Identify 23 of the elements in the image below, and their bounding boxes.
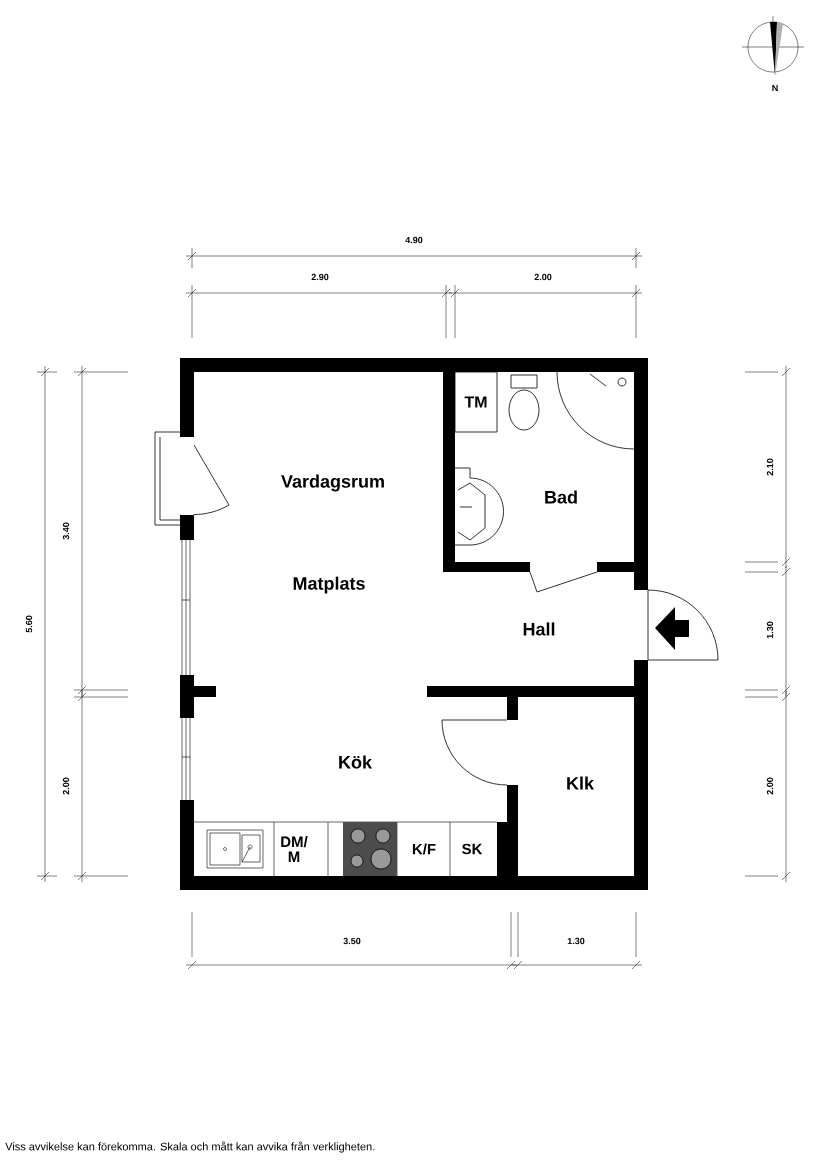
room-label: Bad bbox=[545, 490, 577, 504]
fixture-label: TM bbox=[464, 396, 487, 408]
dimension-label: 1.30 bbox=[567, 937, 585, 945]
dimension-label: 3.40 bbox=[62, 522, 70, 540]
cabinet-label: K/F bbox=[412, 843, 436, 855]
dimension-label: 2.00 bbox=[62, 777, 70, 795]
dimension-label: 3.50 bbox=[343, 937, 361, 945]
dimension-label: 5.60 bbox=[25, 615, 33, 633]
compass-letter: N bbox=[772, 84, 778, 92]
dimension-label: 1.30 bbox=[766, 621, 774, 639]
dimension-label: 2.00 bbox=[534, 273, 552, 281]
dimension-label: 2.00 bbox=[766, 777, 774, 795]
room-label: Kök bbox=[339, 755, 373, 769]
cabinet-label: DM/ M bbox=[281, 836, 308, 862]
room-label: Matplats bbox=[293, 576, 365, 594]
room-label: Hall bbox=[523, 622, 555, 636]
dimension-label: 4.90 bbox=[405, 236, 423, 244]
room-label: Vardagsrum bbox=[281, 474, 384, 492]
dimension-label: 2.90 bbox=[311, 273, 329, 281]
room-label: Klk bbox=[567, 776, 595, 790]
note: Viss avvikelse kan förekomma. Skala och mått kan avvika från verkligheten. bbox=[5, 1141, 375, 1153]
dimension-label: 2.10 bbox=[766, 458, 774, 476]
cabinet-label: SK bbox=[462, 843, 483, 855]
